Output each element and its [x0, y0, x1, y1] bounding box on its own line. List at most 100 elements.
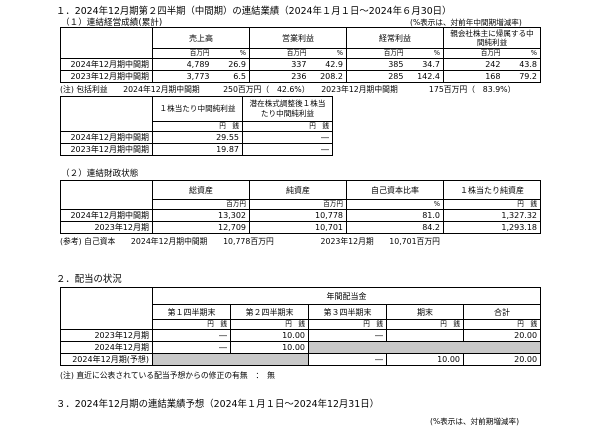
dividend-note: (注) 直近に公表されている配当予想からの修正の有無 ： 無 — [60, 371, 275, 380]
header-sales: 売上高 — [152, 27, 250, 49]
table-row: 2023年12月期中間期 3,773 6.5 236 208.2 285 142… — [60, 70, 541, 83]
cell: ― — [242, 131, 333, 144]
header-empty — [60, 180, 153, 210]
row-label: 2023年12月期 — [60, 221, 153, 234]
cell: 337 — [249, 58, 310, 71]
header-ordinary-profit: 経常利益 — [346, 27, 444, 49]
table-row: 2024年12月期(予想) ― 10.00 20.00 — [60, 353, 542, 366]
cell: 6.5 — [212, 70, 250, 83]
cell: 10,701 — [249, 221, 347, 234]
unit: 百万円 — [249, 199, 347, 210]
cell: 142.4 — [406, 70, 444, 83]
unit-pct: % — [406, 48, 444, 59]
header-year-end: 期末 — [386, 304, 464, 320]
section-1-subtitle: （１）連結経営成績(累計) — [61, 18, 163, 28]
cell: 168 — [443, 70, 504, 83]
cell: 84.2 — [346, 221, 444, 234]
header-total: 合計 — [462, 304, 542, 320]
table-row: 2023年12月期 ― 10.00 ― 20.00 — [60, 329, 542, 342]
cell: ― — [242, 143, 333, 156]
table-row: 2023年12月期 12,709 10,701 84.2 1,293.18 — [60, 221, 541, 234]
header-net-income: 親会社株主に帰属する中間純利益 — [443, 27, 541, 49]
cell: 236 — [249, 70, 310, 83]
unit-yen: 円 — [219, 122, 226, 131]
cell: 242 — [443, 58, 504, 71]
unit-sen: 銭 — [322, 122, 329, 131]
cell: 208.2 — [309, 70, 347, 83]
section-2-title: （２）連結財政状態 — [61, 169, 139, 179]
header-equity-ratio: 自己資本比率 — [346, 180, 444, 200]
unit: 百万円 — [152, 199, 250, 210]
table-row: 2024年12月期中間期 29.55 ― — [60, 131, 333, 144]
table-row: 2024年12月期中間期 4,789 26.9 337 42.9 385 34.… — [60, 58, 541, 71]
cell: 1,293.18 — [443, 221, 541, 234]
section-3-title: ２．配当の状況 — [56, 274, 122, 285]
financial-position-table: 総資産 純資産 自己資本比率 １株当たり純資産 百万円 百万円 % 円 銭 20… — [60, 180, 541, 234]
cell: 10.00 — [386, 353, 464, 366]
section-1-title: １．2024年12月期第２四半期（中間期）の連結業績（2024年１月１日～202… — [56, 6, 452, 17]
cell: ― — [308, 329, 387, 342]
section-4-title: ３．2024年12月期の連結業績予想（2024年１月１日～2024年12月31日… — [56, 399, 379, 410]
section-1-note: (%表示は、対前年中間期増減率) — [410, 18, 522, 27]
cell: 385 — [346, 58, 407, 71]
unit-yen: 円 — [440, 320, 447, 329]
unit-sen: 銭 — [298, 320, 305, 329]
dividends-table: 年間配当金 第１四半期末 第２四半期末 第３四半期末 期末 合計 円 銭 円 銭… — [60, 287, 542, 366]
cell: 3,773 — [152, 70, 213, 83]
table-row: 2024年12月期 ― 10.00 — [60, 341, 542, 354]
unit-yen: 円 — [309, 122, 316, 131]
unit-money: 百万円 — [443, 48, 504, 59]
unit-sen: 銭 — [376, 320, 383, 329]
unit-pct: % — [309, 48, 347, 59]
unit-pct: % — [503, 48, 541, 59]
header-eps: １株当たり中間純利益 — [152, 96, 243, 122]
reference-equity-note: (参考) 自己資本 2024年12月期中間期 10,778百万円 2023年12… — [60, 237, 440, 246]
cell: 20.00 — [462, 329, 542, 342]
header-diluted-eps: 潜在株式調整後１株当たり中間純利益 — [242, 96, 333, 122]
comprehensive-income-note: (注) 包括利益 2024年12月期中間期 250百万円（ 42.6%） 202… — [60, 85, 516, 94]
cell: 12,709 — [152, 221, 250, 234]
operating-results-table: 売上高 営業利益 経常利益 親会社株主に帰属する中間純利益 百万円 % 百万円 … — [60, 27, 541, 83]
header-operating-profit: 営業利益 — [249, 27, 347, 49]
cell-blank — [152, 353, 309, 366]
cell: 43.8 — [503, 58, 541, 71]
cell: 19.87 — [152, 143, 243, 156]
cell: 29.55 — [152, 131, 243, 144]
row-label: 2024年12月期中間期 — [60, 131, 153, 144]
row-label: 2024年12月期中間期 — [60, 58, 153, 71]
cell: 81.0 — [346, 209, 444, 222]
header-empty — [60, 287, 153, 330]
header-q3: 第３四半期末 — [308, 304, 387, 320]
header-q2: 第２四半期末 — [230, 304, 309, 320]
eps-table: １株当たり中間純利益 潜在株式調整後１株当たり中間純利益 円 銭 円 銭 202… — [60, 96, 333, 156]
cell: 10.00 — [230, 341, 309, 354]
row-label: 2023年12月期 — [60, 329, 153, 342]
cell: ― — [152, 329, 231, 342]
header-net-assets: 純資産 — [249, 180, 347, 200]
cell: 20.00 — [462, 353, 542, 366]
cell: 42.9 — [309, 58, 347, 71]
unit-yen: 円 — [285, 320, 292, 329]
cell-blank — [307, 341, 542, 354]
unit-sen: 銭 — [220, 320, 227, 329]
cell: 13,302 — [152, 209, 250, 222]
unit-money: 百万円 — [152, 48, 213, 59]
unit-sen: 銭 — [453, 320, 460, 329]
unit-yen: 円 — [363, 320, 370, 329]
unit-yen: 円 — [207, 320, 214, 329]
unit-sen: 銭 — [530, 320, 538, 329]
cell: ― — [152, 341, 231, 354]
cell — [386, 329, 464, 342]
row-label: 2024年12月期中間期 — [60, 209, 153, 222]
header-empty — [60, 27, 153, 59]
unit-pct: % — [212, 48, 250, 59]
table-row: 2023年12月期中間期 19.87 ― — [60, 143, 333, 156]
header-annual-dividend: 年間配当金 — [151, 287, 542, 305]
unit: % — [346, 199, 444, 210]
section-4-note: (%表示は、対前期増減率) — [430, 417, 520, 426]
unit-money: 百万円 — [249, 48, 310, 59]
unit: 円 銭 — [443, 199, 541, 210]
header-bps: １株当たり純資産 — [443, 180, 541, 200]
row-label: 2024年12月期 — [60, 341, 153, 354]
cell: 10.00 — [230, 329, 309, 342]
